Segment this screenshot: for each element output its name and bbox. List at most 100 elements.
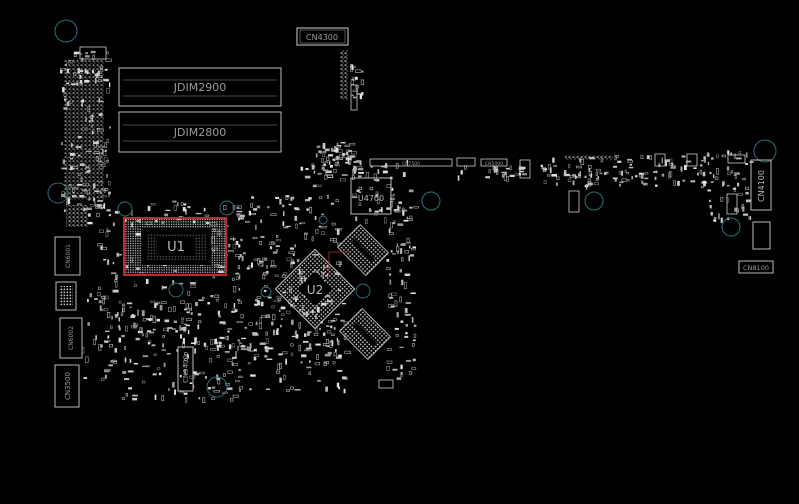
passive-component	[315, 184, 322, 187]
passive-component	[203, 207, 206, 212]
passive-component	[556, 182, 558, 186]
passive-component	[147, 330, 152, 332]
passive-component	[355, 76, 358, 80]
passive-component	[214, 338, 217, 345]
passive-component	[389, 279, 392, 285]
passive-component	[235, 254, 241, 257]
passive-component	[264, 258, 268, 262]
passive-component	[488, 169, 491, 174]
passive-component	[339, 157, 343, 161]
passive-component	[111, 272, 117, 275]
passive-component	[736, 157, 742, 160]
passive-component	[215, 298, 219, 302]
passive-component	[256, 296, 262, 299]
passive-component	[98, 286, 101, 291]
passive-component	[137, 331, 143, 334]
passive-component	[315, 343, 321, 346]
passive-component	[151, 344, 156, 347]
passive-component	[336, 155, 339, 161]
passive-component	[311, 165, 315, 170]
passive-component	[212, 386, 216, 389]
passive-component	[709, 199, 711, 202]
passive-component	[626, 171, 629, 175]
passive-component	[411, 248, 416, 251]
passive-component	[147, 342, 151, 345]
passive-component	[185, 318, 193, 321]
passive-component	[588, 164, 592, 169]
passive-component	[365, 219, 368, 224]
passive-component	[722, 181, 724, 187]
passive-component	[568, 164, 571, 169]
passive-component	[181, 317, 184, 321]
passive-component	[235, 272, 240, 275]
passive-component	[396, 377, 402, 380]
passive-component	[406, 160, 409, 166]
passive-component	[355, 216, 358, 222]
passive-component	[396, 311, 399, 318]
passive-component	[588, 171, 593, 177]
passive-component	[547, 174, 551, 177]
passive-component	[358, 172, 364, 174]
passive-component	[253, 356, 257, 361]
passive-component	[404, 250, 409, 254]
passive-component	[146, 278, 149, 284]
passive-component	[642, 182, 648, 186]
passive-component	[252, 333, 259, 336]
passive-component	[267, 296, 272, 299]
passive-component	[235, 351, 237, 357]
passive-component	[111, 316, 113, 320]
passive-component	[631, 176, 633, 180]
passive-component	[629, 164, 632, 166]
passive-component	[161, 395, 164, 401]
passive-component	[359, 160, 362, 166]
passive-component	[95, 335, 97, 340]
passive-component	[393, 220, 396, 224]
passive-component	[681, 155, 686, 158]
passive-component	[185, 324, 190, 327]
passive-component	[295, 334, 299, 339]
passive-component	[100, 206, 103, 210]
passive-component	[319, 328, 321, 331]
passive-component	[330, 202, 335, 205]
passive-component	[260, 301, 264, 307]
chip-gpu-memory-top	[336, 223, 390, 277]
passive-component	[184, 358, 188, 362]
passive-component	[216, 345, 222, 348]
passive-component	[640, 155, 644, 159]
passive-component	[390, 197, 395, 200]
passive-component	[335, 349, 337, 352]
passive-component	[245, 221, 250, 223]
passive-component	[635, 175, 638, 178]
passive-component	[154, 394, 157, 400]
passive-component	[238, 301, 243, 304]
passive-component	[262, 273, 266, 280]
passive-component	[239, 214, 245, 218]
connector-cn4100: CN4100	[726, 159, 772, 250]
passive-component	[76, 203, 82, 206]
passive-component	[197, 313, 202, 316]
passive-component	[162, 335, 165, 338]
passive-component	[334, 145, 336, 149]
passive-component	[321, 158, 325, 163]
passive-component	[519, 170, 524, 173]
passive-component	[404, 335, 409, 338]
passive-component	[515, 172, 519, 176]
passive-component	[233, 303, 236, 308]
passive-component	[398, 201, 402, 204]
passive-component	[347, 159, 350, 163]
passive-component	[412, 246, 416, 249]
left-connectors: CN6001 CN6002 CN3500 CN3400	[54, 46, 194, 408]
passive-component	[246, 267, 250, 270]
passive-component	[104, 330, 110, 332]
passive-component	[308, 197, 312, 200]
passive-component	[390, 305, 395, 308]
passive-component	[408, 255, 410, 262]
passive-component	[352, 193, 358, 197]
passive-component	[106, 87, 110, 94]
passive-component	[295, 223, 298, 229]
passive-component	[684, 164, 687, 170]
passive-component	[238, 368, 241, 372]
passive-component	[749, 161, 754, 163]
passive-component	[238, 217, 240, 221]
